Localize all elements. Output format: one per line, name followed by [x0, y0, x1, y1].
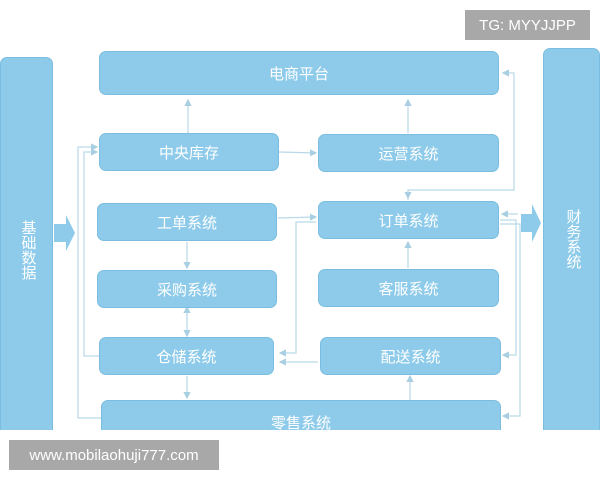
- base-data-bar: 基础数据: [0, 57, 53, 430]
- node-label: 客服系统: [378, 279, 439, 298]
- node-label: 仓储系统: [156, 347, 217, 366]
- node-work-order-system[interactable]: 工单系统: [97, 203, 277, 241]
- diagram-canvas: 基础数据 财务系统 电商平台 中央库存 运营系统 工单系统 订单系统 采购系统 …: [0, 48, 600, 430]
- node-label: 工单系统: [156, 213, 217, 232]
- node-central-inventory[interactable]: 中央库存: [99, 133, 279, 171]
- node-order-system[interactable]: 订单系统: [318, 201, 499, 239]
- node-label: 配送系统: [380, 347, 441, 366]
- node-delivery-system[interactable]: 配送系统: [320, 337, 501, 375]
- node-ecommerce-platform[interactable]: 电商平台: [99, 51, 499, 95]
- finance-system-bar: 财务系统: [543, 48, 600, 430]
- watermark-top-right: TG: MYYJJPP: [465, 10, 590, 40]
- node-retail-system[interactable]: 零售系统: [101, 400, 501, 430]
- node-label: 订单系统: [378, 211, 439, 230]
- node-label: 中央库存: [158, 143, 219, 162]
- node-warehouse-system[interactable]: 仓储系统: [99, 337, 274, 375]
- connector-lines: [77, 69, 521, 420]
- finance-system-label: 财务系统: [564, 209, 583, 269]
- base-data-label: 基础数据: [19, 220, 38, 280]
- right-arrow-icon: [54, 215, 75, 251]
- node-purchase-system[interactable]: 采购系统: [97, 270, 277, 308]
- node-customer-service-system[interactable]: 客服系统: [318, 269, 499, 307]
- node-operations-system[interactable]: 运营系统: [318, 134, 499, 172]
- node-label: 采购系统: [156, 280, 217, 299]
- node-label: 电商平台: [268, 64, 329, 83]
- watermark-bottom-left: www.mobilaohuji777.com: [9, 440, 219, 470]
- node-label: 零售系统: [270, 413, 331, 431]
- node-label: 运营系统: [378, 144, 439, 163]
- right-arrow-icon: [521, 204, 541, 242]
